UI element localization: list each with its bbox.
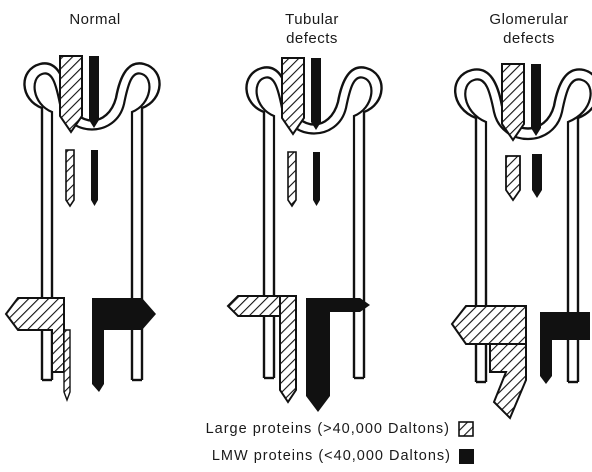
legend-lmw-proteins: LMW proteins (<40,000 Daltons)	[212, 448, 474, 464]
large-protein-excreted	[64, 330, 70, 400]
legend-lmw-proteins-label: LMW proteins (<40,000 Daltons)	[212, 448, 451, 464]
large-protein-filtered	[66, 150, 74, 206]
nephron-tubular-defects	[228, 58, 382, 412]
lmw-protein-filtered	[91, 150, 98, 206]
large-protein-reabsorption-arrow	[6, 298, 64, 372]
legend-large-proteins: Large proteins (>40,000 Daltons)	[206, 421, 474, 437]
legend-large-proteins-label: Large proteins (>40,000 Daltons)	[206, 421, 450, 437]
panel-title-normal: Normal	[40, 10, 150, 29]
black-swatch-icon	[459, 449, 474, 464]
hatched-swatch-icon	[458, 421, 474, 437]
nephron-glomerular-defects	[452, 64, 592, 418]
lmw-protein-input	[89, 56, 99, 128]
large-protein-input	[60, 56, 82, 132]
panel-title-tubular-defects: Tubular defects	[262, 10, 362, 48]
panel-title-glomerular-defects: Glomerular defects	[474, 10, 584, 48]
lmw-protein-reabsorption-arrow	[92, 298, 156, 392]
nephron-normal	[6, 56, 160, 400]
